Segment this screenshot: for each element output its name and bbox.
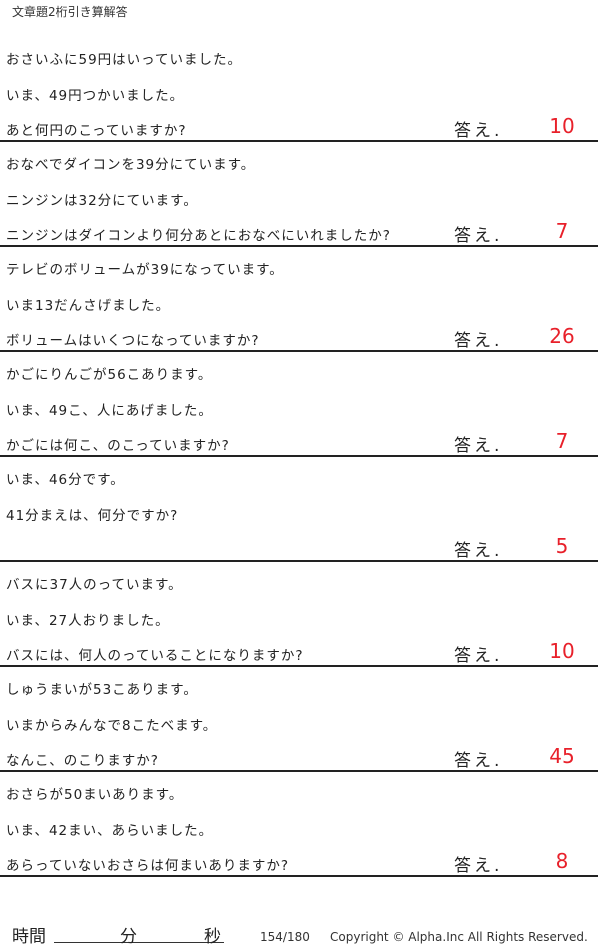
answer-value: 10 bbox=[549, 114, 575, 138]
problem-line: いまからみんなで8こたべます。 bbox=[6, 718, 218, 734]
answer-label: 答え. bbox=[454, 436, 503, 456]
problem-block: おさらが50まいあります。いま、42まい、あらいました。あらっていないおさらは何… bbox=[0, 771, 600, 877]
answer-value: 5 bbox=[555, 534, 569, 558]
problem-line: テレビのボリュームが39になっています。 bbox=[6, 262, 284, 278]
problem-line: ニンジンは32分にています。 bbox=[6, 193, 198, 209]
divider bbox=[0, 350, 598, 352]
problem-line: バスには、何人のっていることになりますか? bbox=[6, 648, 304, 664]
answer-value: 45 bbox=[549, 744, 575, 768]
problem-line: あらっていないおさらは何まいありますか? bbox=[6, 858, 289, 874]
problem-line: いま、46分です。 bbox=[6, 472, 125, 488]
divider bbox=[0, 455, 598, 457]
answer-label: 答え. bbox=[454, 646, 503, 666]
copyright: Copyright © Alpha.Inc All Rights Reserve… bbox=[330, 930, 588, 944]
problem-line: ボリュームはいくつになっていますか? bbox=[6, 333, 260, 349]
answer-value: 26 bbox=[549, 324, 575, 348]
problem-line: バスに37人のっています。 bbox=[6, 577, 183, 593]
answer-label: 答え. bbox=[454, 856, 503, 876]
problem-line: いま、49円つかいました。 bbox=[6, 88, 185, 104]
problem-block: いま、46分です。 41分まえは、何分ですか? 答え. 5 bbox=[0, 456, 600, 562]
problem-block: おなべでダイコンを39分にています。ニンジンは32分にています。ニンジンはダイコ… bbox=[0, 141, 600, 247]
divider bbox=[0, 245, 598, 247]
problem-block: しゅうまいが53こあります。いまからみんなで8こたべます。なんこ、のこりますか?… bbox=[0, 666, 600, 772]
answer-label: 答え. bbox=[454, 751, 503, 771]
page-number: 154/180 bbox=[260, 930, 310, 944]
answer-value: 10 bbox=[549, 639, 575, 663]
answer-label: 答え. bbox=[454, 331, 503, 351]
problem-line: おなべでダイコンを39分にています。 bbox=[6, 157, 256, 173]
divider bbox=[0, 665, 598, 667]
problem-block: かごにりんごが56こあります。いま、49こ、人にあげました。かごには何こ、のこっ… bbox=[0, 351, 600, 457]
answer-value: 7 bbox=[555, 429, 569, 453]
answer-label: 答え. bbox=[454, 226, 503, 246]
problem-line: かごには何こ、のこっていますか? bbox=[6, 438, 230, 454]
divider bbox=[0, 770, 598, 772]
problem-block: テレビのボリュームが39になっています。いま13だんさげました。ボリュームはいく… bbox=[0, 246, 600, 352]
problem-line: おさいふに59円はいっていました。 bbox=[6, 52, 243, 68]
problem-block: バスに37人のっています。いま、27人おりました。バスには、何人のっていることに… bbox=[0, 561, 600, 667]
problem-line: いま、42まい、あらいました。 bbox=[6, 823, 214, 839]
answer-label: 答え. bbox=[454, 121, 503, 141]
problem-line: かごにりんごが56こあります。 bbox=[6, 367, 213, 383]
problem-line: おさらが50まいあります。 bbox=[6, 787, 184, 803]
time-label: 時間 bbox=[12, 927, 46, 947]
minutes-label: 分 bbox=[120, 927, 137, 947]
problem-line: ニンジンはダイコンより何分あとにおなべにいれましたか? bbox=[6, 228, 391, 244]
divider bbox=[0, 875, 598, 877]
answer-label: 答え. bbox=[454, 541, 503, 561]
problem-line: 41分まえは、何分ですか? bbox=[6, 508, 179, 524]
problem-line: なんこ、のこりますか? bbox=[6, 753, 159, 769]
seconds-label: 秒 bbox=[204, 927, 221, 947]
time-underline bbox=[54, 942, 224, 943]
answer-value: 8 bbox=[555, 849, 569, 873]
divider bbox=[0, 140, 598, 142]
problem-line: あと何円のこっていますか? bbox=[6, 123, 187, 139]
divider bbox=[0, 560, 598, 562]
problem-line: いま、49こ、人にあげました。 bbox=[6, 403, 213, 419]
answer-value: 7 bbox=[555, 219, 569, 243]
footer: 時間 分 秒 154/180 Copyright © Alpha.Inc All… bbox=[0, 920, 600, 948]
problem-line: しゅうまいが53こあります。 bbox=[6, 682, 198, 698]
worksheet-title: 文章題2桁引き算解答 bbox=[12, 5, 128, 19]
problem-line: いま、27人おりました。 bbox=[6, 613, 170, 629]
problem-block: おさいふに59円はいっていました。いま、49円つかいました。あと何円のこっていま… bbox=[0, 36, 600, 142]
problem-line: いま13だんさげました。 bbox=[6, 298, 171, 314]
